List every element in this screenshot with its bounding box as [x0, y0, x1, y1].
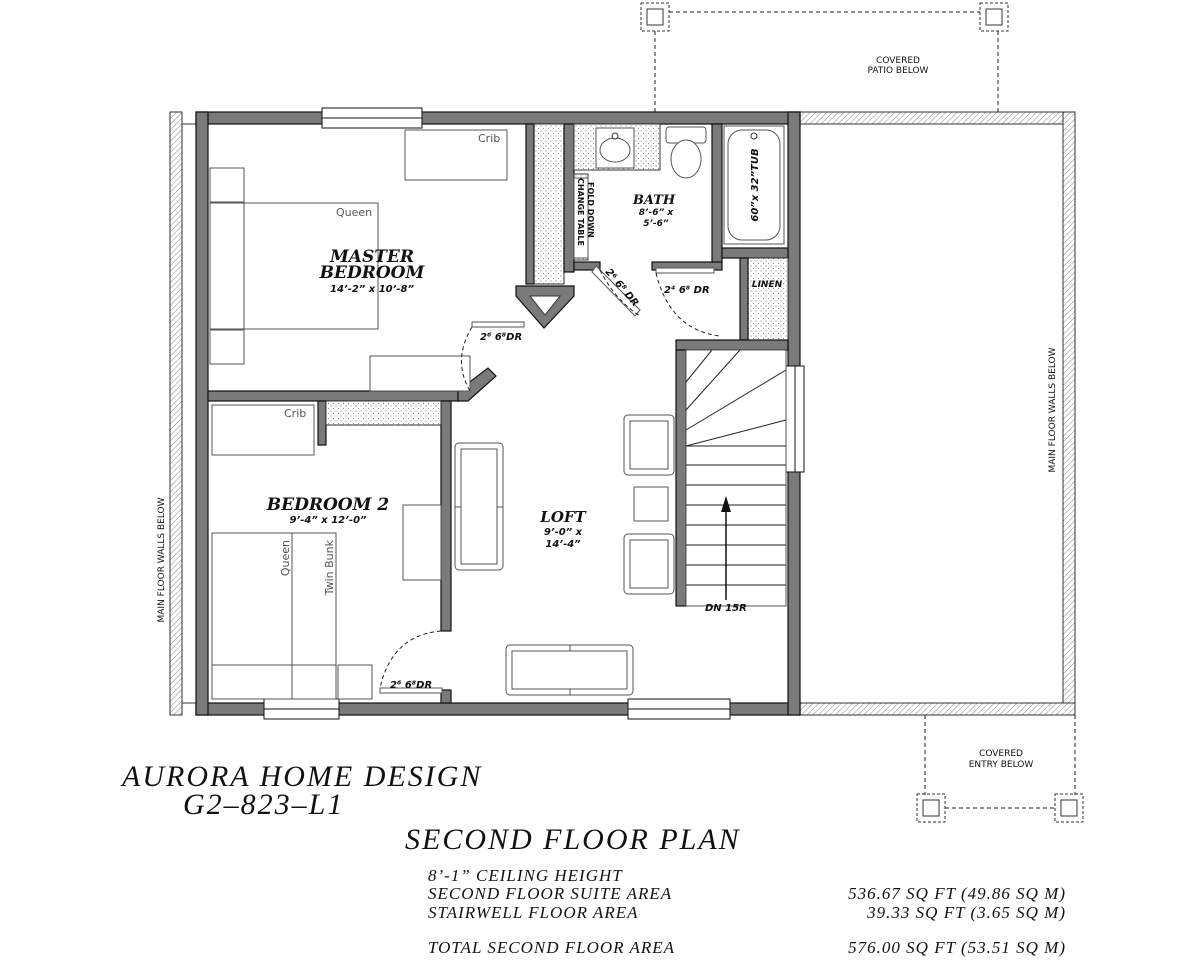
- linen-door-label: 2⁴ 6⁸ DR: [664, 285, 710, 296]
- bedroom2-crib-label: Crib: [284, 407, 306, 420]
- area-label-suite: SECOND FLOOR SUITE AREA: [428, 884, 672, 903]
- loft-dims-2: 14’-4”: [545, 539, 581, 550]
- change-table-label-2: FOLD DOWN: [586, 182, 595, 238]
- bath-dims-2: 5’-6”: [643, 219, 669, 229]
- loft-furniture: [454, 414, 675, 696]
- bedroom2-dims: 9’-4” x 12’-0”: [290, 515, 368, 526]
- entry-note-2: ENTRY BELOW: [969, 760, 1034, 770]
- bedroom2-door-label: 2⁶ 6⁸DR: [390, 680, 432, 691]
- bath-name: BATH: [632, 193, 676, 208]
- bath-dims-1: 8’-6” x: [639, 208, 675, 218]
- entry-note-1: COVERED: [979, 749, 1023, 759]
- master-door-label: 2⁶ 6⁸DR: [480, 332, 522, 343]
- patio-note-2: PATIO BELOW: [868, 66, 929, 76]
- doors: [379, 265, 721, 694]
- master-bedroom-furniture: [209, 129, 508, 392]
- linen-label: LINEN: [752, 280, 783, 290]
- plan-code: G2–823–L1: [183, 788, 344, 821]
- master-name-2: BEDROOM: [319, 263, 426, 283]
- area-value-total: 576.00 SQ FT (53.51 SQ M): [848, 938, 1066, 957]
- exterior-walls: [195, 107, 805, 720]
- change-table-label-1: CHANGE TABLE: [576, 178, 585, 246]
- loft-dims-1: 9’-0” x: [544, 527, 583, 538]
- bedroom2-bunk-label: Twin Bunk: [323, 539, 336, 596]
- stairs: [685, 349, 787, 607]
- interior-walls: [207, 123, 789, 704]
- area-value-stair: 39.33 SQ FT (3.65 SQ M): [866, 903, 1066, 922]
- master-dims: 14’-2” x 10’-8”: [330, 284, 415, 295]
- area-label-total: TOTAL SECOND FLOOR AREA: [428, 938, 675, 957]
- loft-name: LOFT: [539, 508, 587, 526]
- area-label-stair: STAIRWELL FLOOR AREA: [428, 903, 638, 922]
- stairs-label: DN 15R: [705, 603, 747, 614]
- ceiling-height: 8’-1” CEILING HEIGHT: [428, 866, 623, 885]
- bedroom2-name: BEDROOM 2: [266, 495, 390, 515]
- patio-note-1: COVERED: [876, 56, 920, 66]
- bath-fixtures: [573, 125, 785, 259]
- plan-name: SECOND FLOOR PLAN: [405, 823, 741, 856]
- master-name-1: MASTER: [329, 247, 414, 267]
- main-walls-right-note: MAIN FLOOR WALLS BELOW: [1048, 347, 1058, 472]
- bedroom2-queen-label: Queen: [279, 540, 292, 576]
- company-name: AURORA HOME DESIGN: [120, 760, 482, 793]
- main-walls-left-note: MAIN FLOOR WALLS BELOW: [157, 497, 167, 622]
- area-value-suite: 536.67 SQ FT (49.86 SQ M): [848, 884, 1066, 903]
- main-floor-walls-below: [169, 111, 1076, 716]
- master-queen-label: Queen: [336, 206, 372, 219]
- bedroom2-furniture: [211, 404, 442, 700]
- patio-posts: [640, 2, 1009, 112]
- tub-label: 60”x 32”TUB: [750, 148, 761, 221]
- entry-posts: [916, 715, 1084, 823]
- master-crib-label: Crib: [478, 132, 500, 145]
